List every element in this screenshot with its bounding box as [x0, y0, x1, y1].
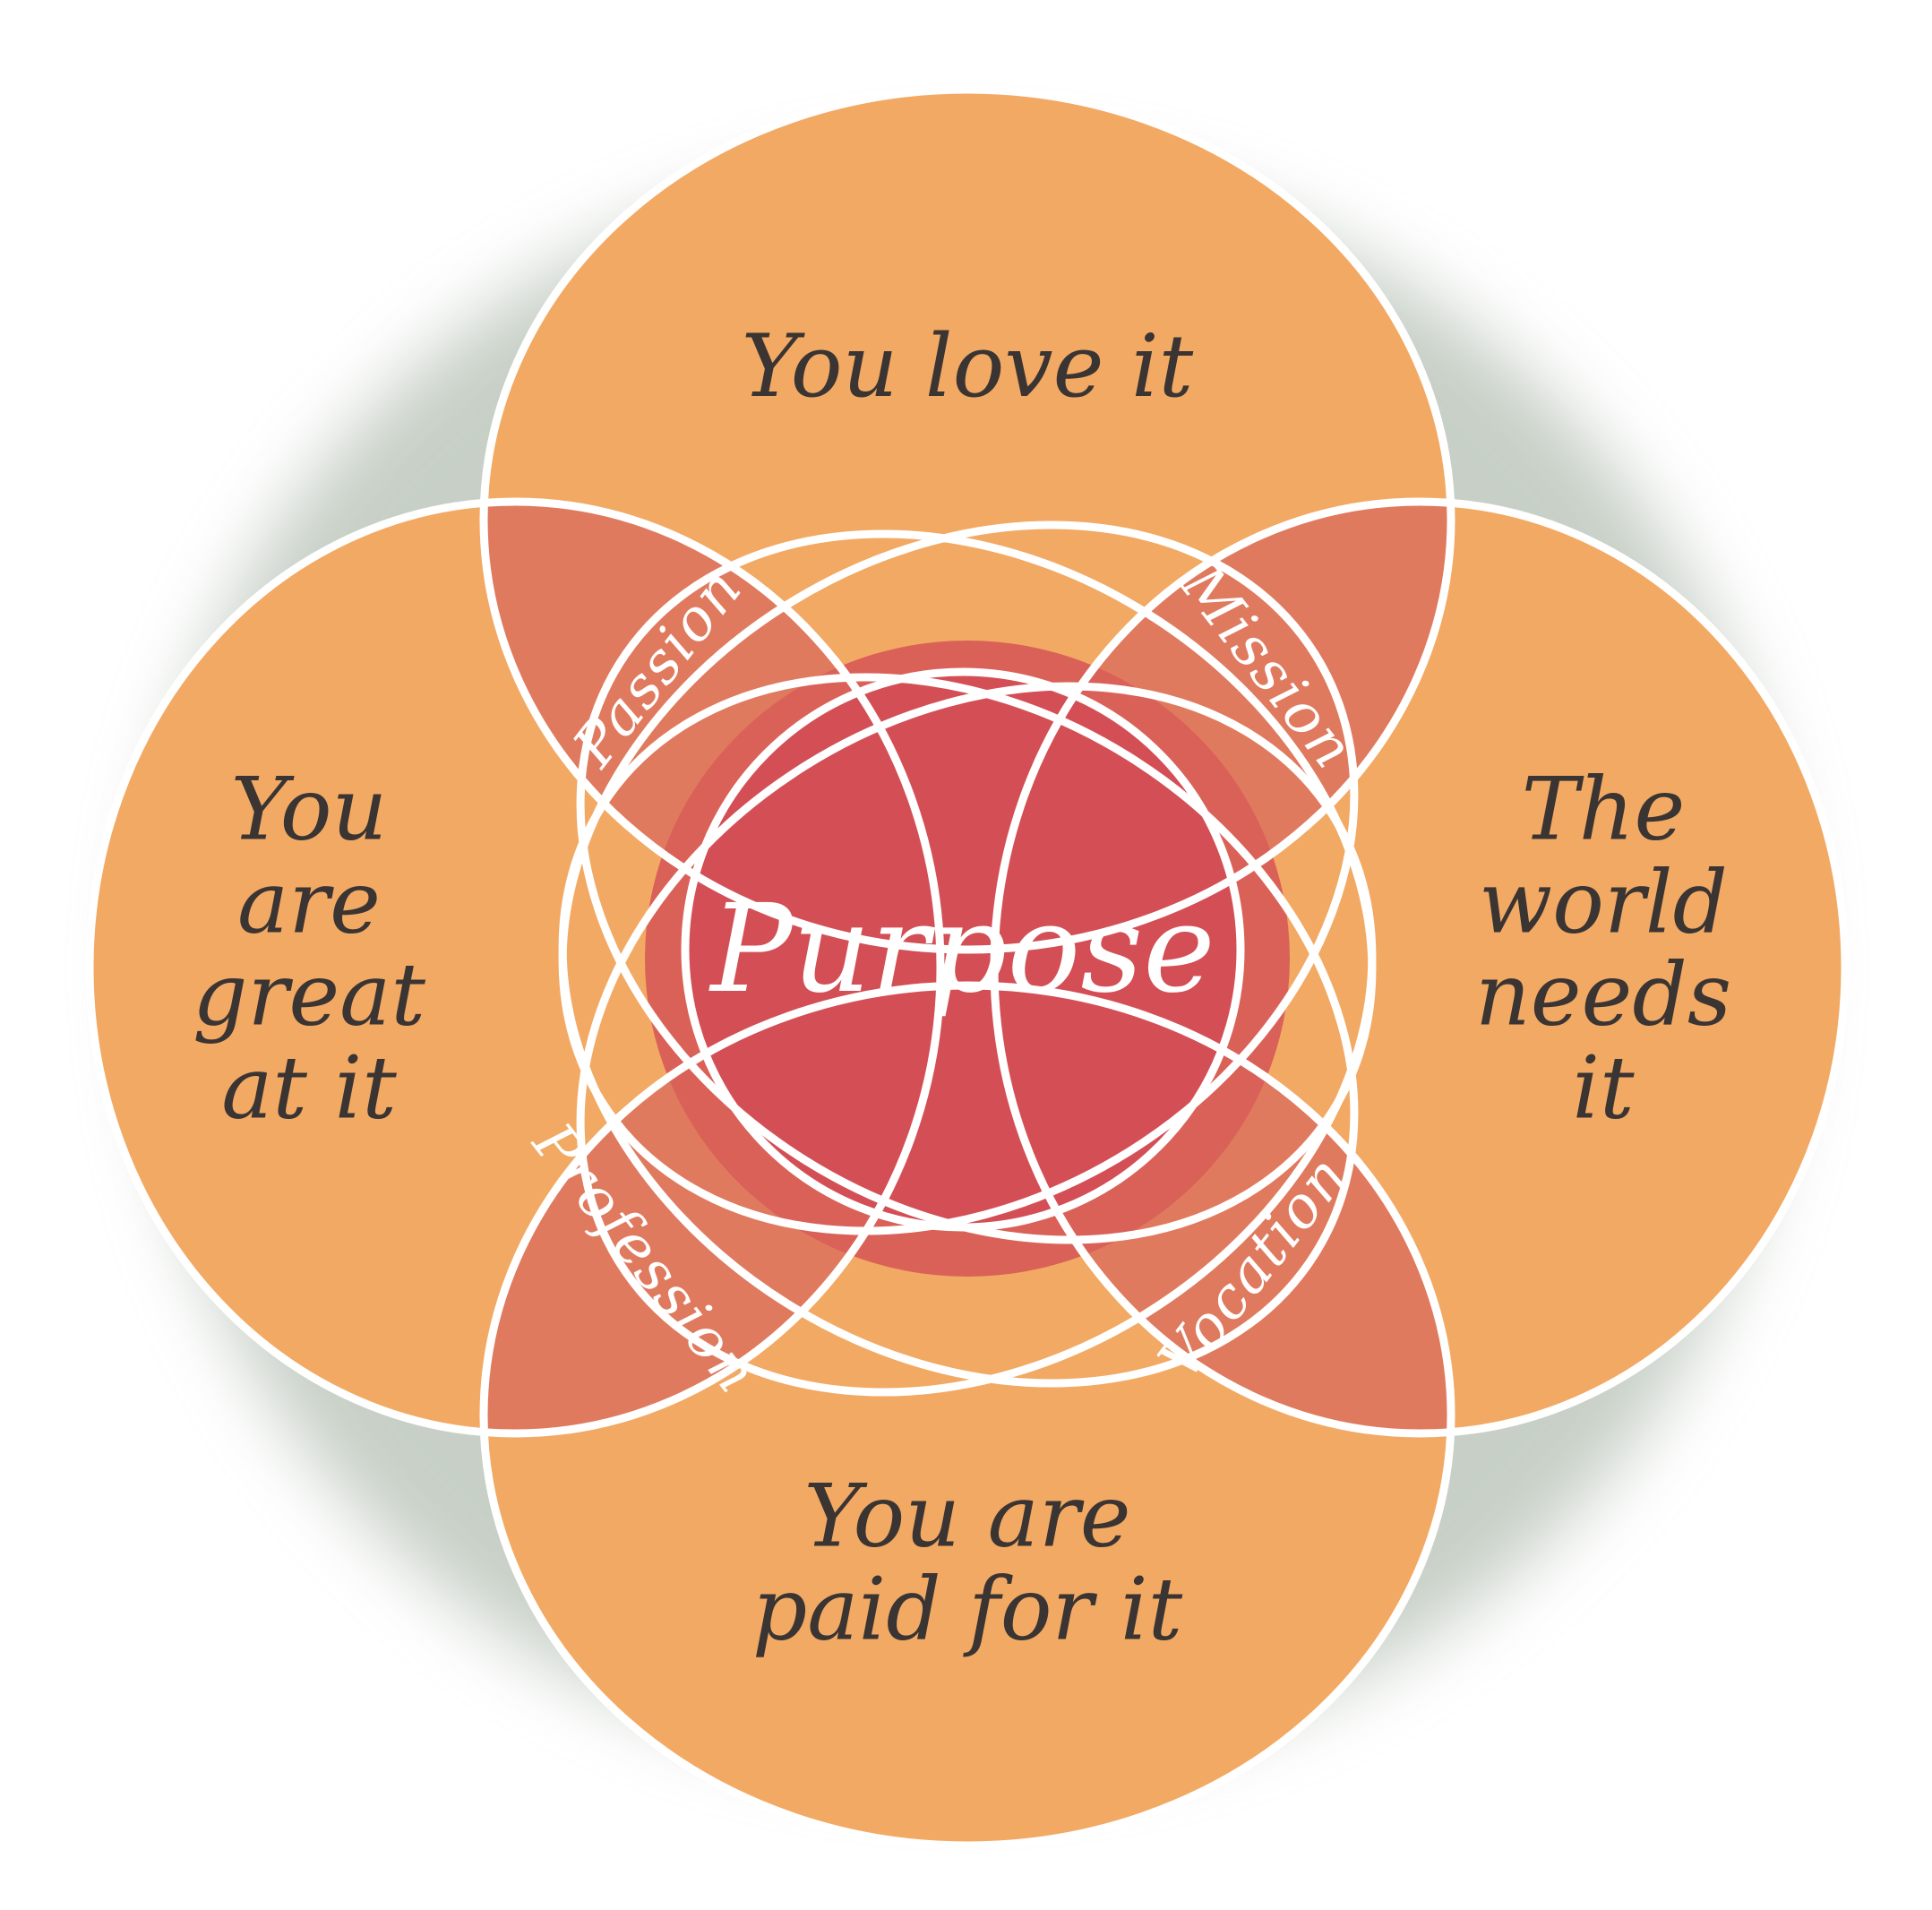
overlap-bottom-right [994, 985, 1451, 1433]
outline-left [85, 497, 945, 1438]
overlap-top-right [994, 502, 1451, 950]
outline-top [479, 85, 1455, 954]
set-label-bottom: You are paid for it [751, 1466, 1183, 1659]
outline-purpose [681, 667, 1245, 1232]
set-label-top: You love it [741, 316, 1194, 417]
outline-inner-d [576, 529, 1377, 1244]
overlap-regions [484, 502, 1451, 1433]
outline-strokes [85, 85, 1850, 1850]
outline-inner-c [558, 673, 1359, 1388]
outline-bottom [479, 981, 1455, 1850]
overlap-top-left [484, 502, 940, 950]
center-label-purpose: Purpose [710, 879, 1215, 1020]
overlap-bottom-left [484, 985, 940, 1433]
set-label-left: You are great at it [193, 759, 425, 1139]
set-label-right: The world needs it [1474, 759, 1732, 1139]
outline-right [990, 497, 1850, 1438]
